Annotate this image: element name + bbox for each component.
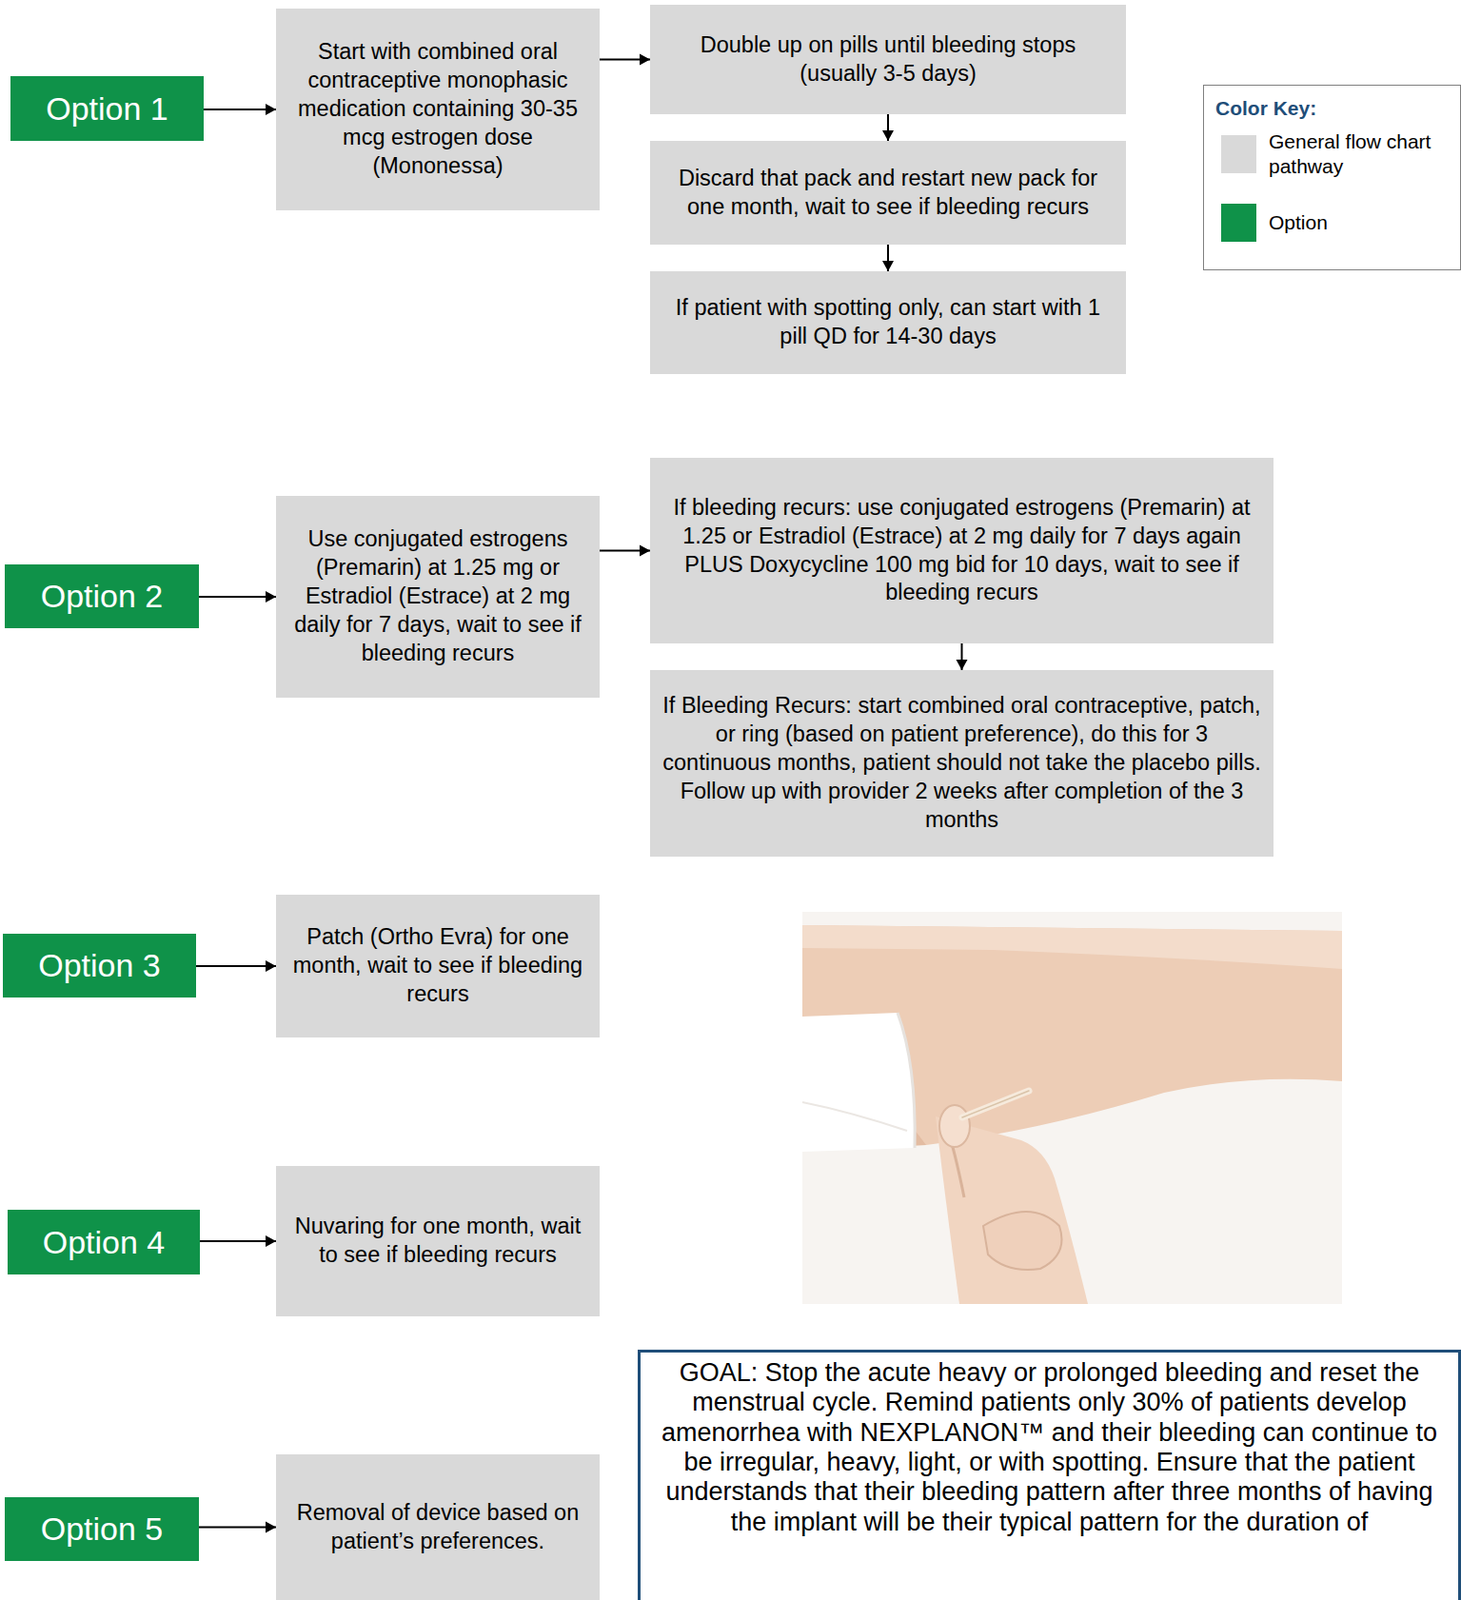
option-text: Option 3 bbox=[38, 947, 161, 985]
process-box: If Bleeding Recurs: start combined oral … bbox=[650, 670, 1274, 857]
option-label: Option 5 bbox=[4, 1497, 199, 1561]
flow-arrow bbox=[599, 545, 651, 557]
box-text: Double up on pills until bleeding stops … bbox=[661, 31, 1115, 89]
box-text: Patch (Ortho Evra) for one month, wait t… bbox=[287, 923, 589, 1009]
option-text: Option 4 bbox=[42, 1224, 166, 1262]
box-text: If patient with spotting only, can start… bbox=[661, 294, 1115, 352]
process-box: If patient with spotting only, can start… bbox=[650, 271, 1126, 375]
box-text: Start with combined oral contraceptive m… bbox=[287, 38, 589, 180]
flow-arrow bbox=[199, 1235, 277, 1247]
legend-box: Color Key: General flow chart pathwayOpti… bbox=[1203, 84, 1461, 271]
flow-arrow bbox=[882, 244, 894, 272]
flow-arrow bbox=[882, 114, 894, 141]
goal-note-box: GOAL: Stop the acute heavy or prolonged … bbox=[637, 1349, 1461, 1600]
box-text: Nuvaring for one month, wait to see if b… bbox=[287, 1212, 589, 1270]
legend-text: General flow chart pathway bbox=[1268, 129, 1455, 180]
process-box: If bleeding recurs: use conjugated estro… bbox=[650, 457, 1274, 644]
option-label: Option 1 bbox=[10, 76, 204, 141]
flow-arrow bbox=[203, 103, 277, 116]
flow-arrow bbox=[198, 1521, 277, 1534]
option-label: Option 2 bbox=[4, 564, 199, 629]
legend-swatch bbox=[1221, 135, 1257, 174]
process-box: Removal of device based on patient’s pre… bbox=[276, 1454, 600, 1600]
process-box: Double up on pills until bleeding stops … bbox=[650, 4, 1126, 115]
legend-text: Option bbox=[1268, 210, 1455, 236]
arm-implant-photo bbox=[802, 911, 1343, 1304]
process-box: Discard that pack and restart new pack f… bbox=[650, 140, 1126, 245]
box-text: Use conjugated estrogens (Premarin) at 1… bbox=[287, 525, 589, 668]
process-box: Patch (Ortho Evra) for one month, wait t… bbox=[276, 894, 600, 1038]
option-label: Option 3 bbox=[2, 933, 197, 998]
box-text: GOAL: Stop the acute heavy or prolonged … bbox=[650, 1358, 1449, 1538]
process-box: Use conjugated estrogens (Premarin) at 1… bbox=[276, 495, 600, 698]
option-label: Option 4 bbox=[7, 1209, 200, 1275]
flow-arrow bbox=[599, 54, 651, 66]
option-text: Option 2 bbox=[40, 577, 164, 615]
option-text: Option 1 bbox=[45, 90, 169, 128]
flow-arrow bbox=[196, 960, 277, 972]
flow-arrow bbox=[198, 591, 277, 603]
legend-title: Color Key: bbox=[1215, 97, 1317, 120]
box-text: If Bleeding Recurs: start combined oral … bbox=[661, 691, 1263, 834]
option-text: Option 5 bbox=[40, 1510, 164, 1548]
process-box: Nuvaring for one month, wait to see if b… bbox=[276, 1165, 600, 1317]
process-box: Start with combined oral contraceptive m… bbox=[276, 8, 600, 211]
legend-swatch bbox=[1221, 203, 1257, 242]
box-text: Discard that pack and restart new pack f… bbox=[661, 164, 1115, 222]
box-text: Removal of device based on patient’s pre… bbox=[287, 1499, 589, 1557]
box-text: If bleeding recurs: use conjugated estro… bbox=[661, 493, 1263, 608]
flow-arrow bbox=[956, 643, 968, 671]
